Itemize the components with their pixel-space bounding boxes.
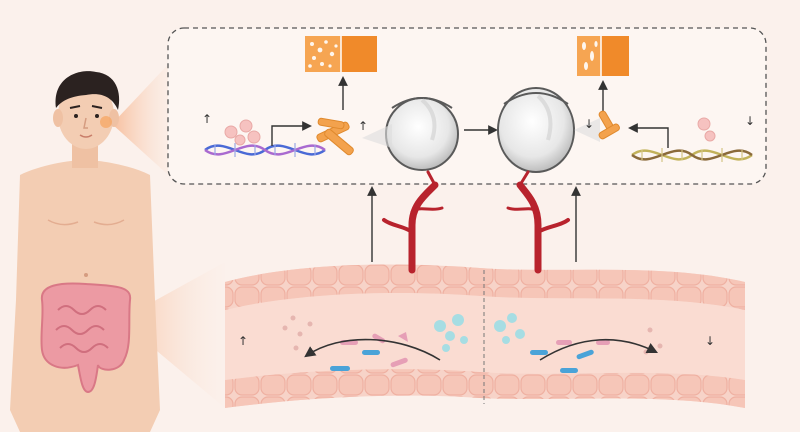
right-expression-down-label: ↓ — [745, 114, 755, 128]
dna-helix-icon-right — [631, 117, 753, 162]
left-gut-curve-arrow — [304, 338, 441, 361]
right-gene-arrow — [628, 123, 669, 148]
left-gut-up-label: ↑ — [238, 334, 248, 348]
collagen-icon-right — [598, 110, 620, 140]
right-eye-beam — [574, 118, 600, 142]
eye-icon — [385, 97, 459, 171]
collagen-icon — [316, 117, 354, 156]
eye-mechanism-panel — [167, 27, 767, 185]
gut-highlight-beam — [120, 262, 225, 408]
blood-vessel-icon — [382, 170, 444, 274]
dna-helix-icon — [204, 119, 326, 157]
sclera-tissue-icon-right — [577, 36, 629, 76]
intestine-icon — [40, 282, 132, 394]
blood-vessel-icon-right — [506, 170, 570, 274]
intestinal-tissue — [225, 264, 745, 408]
right-collagen-down-label: ↓ — [584, 117, 594, 131]
left-collagen-up-label: ↑ — [358, 119, 368, 133]
left-gene-arrow — [271, 121, 312, 146]
left-expression-up-label: ↑ — [202, 112, 212, 126]
right-gut-down-label: ↓ — [705, 334, 715, 348]
left-eye-beam — [362, 124, 392, 148]
eye-icon-myopic — [497, 87, 575, 173]
sclera-tissue-icon — [305, 36, 377, 72]
right-gut-curve-arrow — [539, 338, 659, 361]
eye-highlight-beam — [112, 56, 176, 182]
